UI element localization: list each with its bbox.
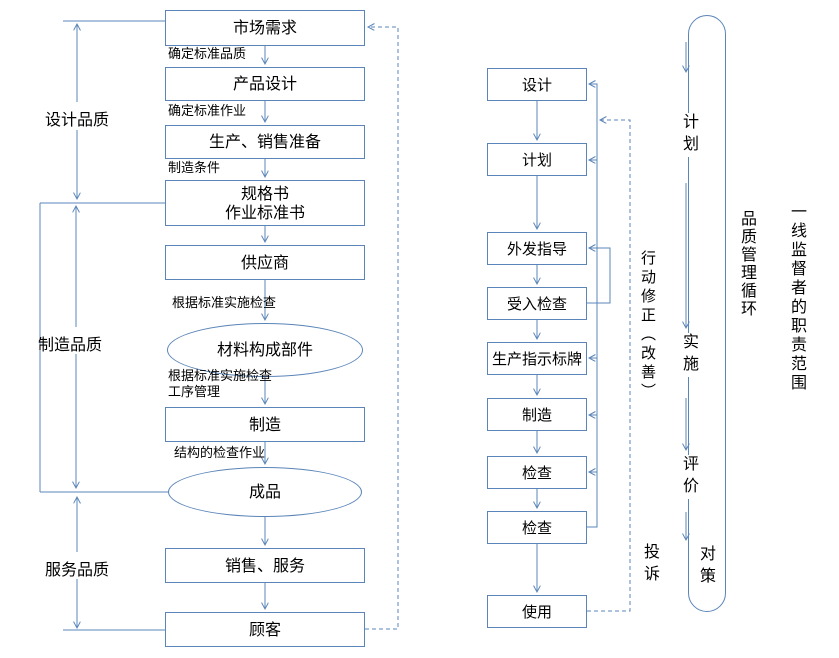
label-pdca-plan: 计划: [677, 113, 701, 157]
flow-node-use: 使用: [487, 595, 587, 628]
flow-node-inspection-2: 检查: [487, 511, 587, 544]
flow-node-label: 产品设计: [232, 74, 297, 94]
label-pdca-do: 实施: [677, 333, 701, 377]
flow-node-label: 材料构成部件: [216, 340, 313, 360]
feedback-lines: [587, 84, 611, 528]
flow-node-customer: 顾客: [165, 612, 365, 647]
edge-label-structural-inspection: 结构的检查作业: [174, 446, 266, 461]
flow-node-finished-product: 成品: [168, 467, 362, 517]
flow-node-sales-service: 销售、服务: [165, 548, 365, 583]
edge-label-inspect-per-standard-1: 根据标准实施检查: [172, 296, 277, 311]
edge-label-standard-operation: 确定标准作业: [168, 104, 247, 119]
flow-node-label: 外发指导: [506, 239, 567, 258]
section-label-service-quality: 服务品质: [45, 560, 110, 579]
flow-node-product-design: 产品设计: [165, 67, 365, 101]
flow-node-market-demand: 市场需求: [165, 10, 365, 46]
flow-node-label: 使用: [521, 602, 552, 621]
flow-node-manufacturing-left: 制造: [165, 407, 365, 442]
label-pdca-act: 对策: [694, 545, 718, 589]
edge-label-standard-quality: 确定标准品质: [168, 47, 247, 62]
flow-node-label: 设计: [521, 75, 552, 94]
label-pdca-check: 评价: [677, 455, 701, 499]
section-label-design-quality: 设计品质: [45, 110, 110, 129]
flow-node-spec-standards: 规格书 作业标准书: [165, 180, 365, 226]
flow-node-design: 设计: [487, 68, 587, 101]
flow-node-material-components: 材料构成部件: [167, 323, 363, 377]
flow-node-supplier: 供应商: [165, 245, 365, 280]
flow-node-production-sales-prep: 生产、销售准备: [165, 125, 365, 159]
flow-node-inspection-1: 检查: [487, 456, 587, 489]
flow-node-label: 检查: [521, 518, 552, 537]
flow-node-incoming-inspection: 受入检查: [487, 287, 587, 320]
edge-label-line2: 工序管理: [168, 385, 221, 400]
edge-label-manufacturing-conditions: 制造条件: [168, 161, 221, 176]
flow-node-label: 供应商: [240, 252, 289, 272]
flow-node-label: 计划: [521, 150, 552, 169]
quality-cycle-outline: [688, 15, 726, 612]
edge-label-inspect-per-standard-2: 根据标准实施检查 工序管理: [168, 369, 272, 401]
flow-node-label: 市场需求: [232, 18, 297, 38]
flow-node-label: 生产指示标牌: [491, 349, 582, 368]
label-complaint: 投诉: [638, 543, 662, 587]
label-quality-management-cycle: 品质管理循环: [735, 210, 759, 318]
flow-node-production-instruction-sign: 生产指示标牌: [487, 342, 587, 375]
label-supervisor-scope: 一线监督者的职责范围: [785, 203, 809, 393]
flow-node-plan: 计划: [487, 143, 587, 176]
flow-node-label: 顾客: [248, 619, 281, 639]
flow-node-label: 制造: [521, 405, 552, 424]
flow-node-label: 规格书: [240, 183, 289, 203]
flow-node-label: 成品: [248, 482, 281, 502]
flow-node-label: 销售、服务: [224, 555, 305, 575]
flow-node-label: 生产、销售准备: [208, 132, 321, 152]
flow-node-label-line2: 作业标准书: [224, 203, 305, 222]
edge-label-line1: 根据标准实施检查: [168, 369, 273, 384]
flow-node-manufacturing-right: 制造: [487, 398, 587, 431]
flow-node-outsourcing-guidance: 外发指导: [487, 232, 587, 265]
label-action-correction: 行动修正（改善）: [638, 250, 659, 402]
flow-node-label: 检查: [521, 463, 552, 482]
flow-node-label: 受入检查: [506, 294, 567, 313]
flow-node-label: 制造: [248, 414, 281, 434]
section-label-manufacturing-quality: 制造品质: [38, 335, 103, 354]
